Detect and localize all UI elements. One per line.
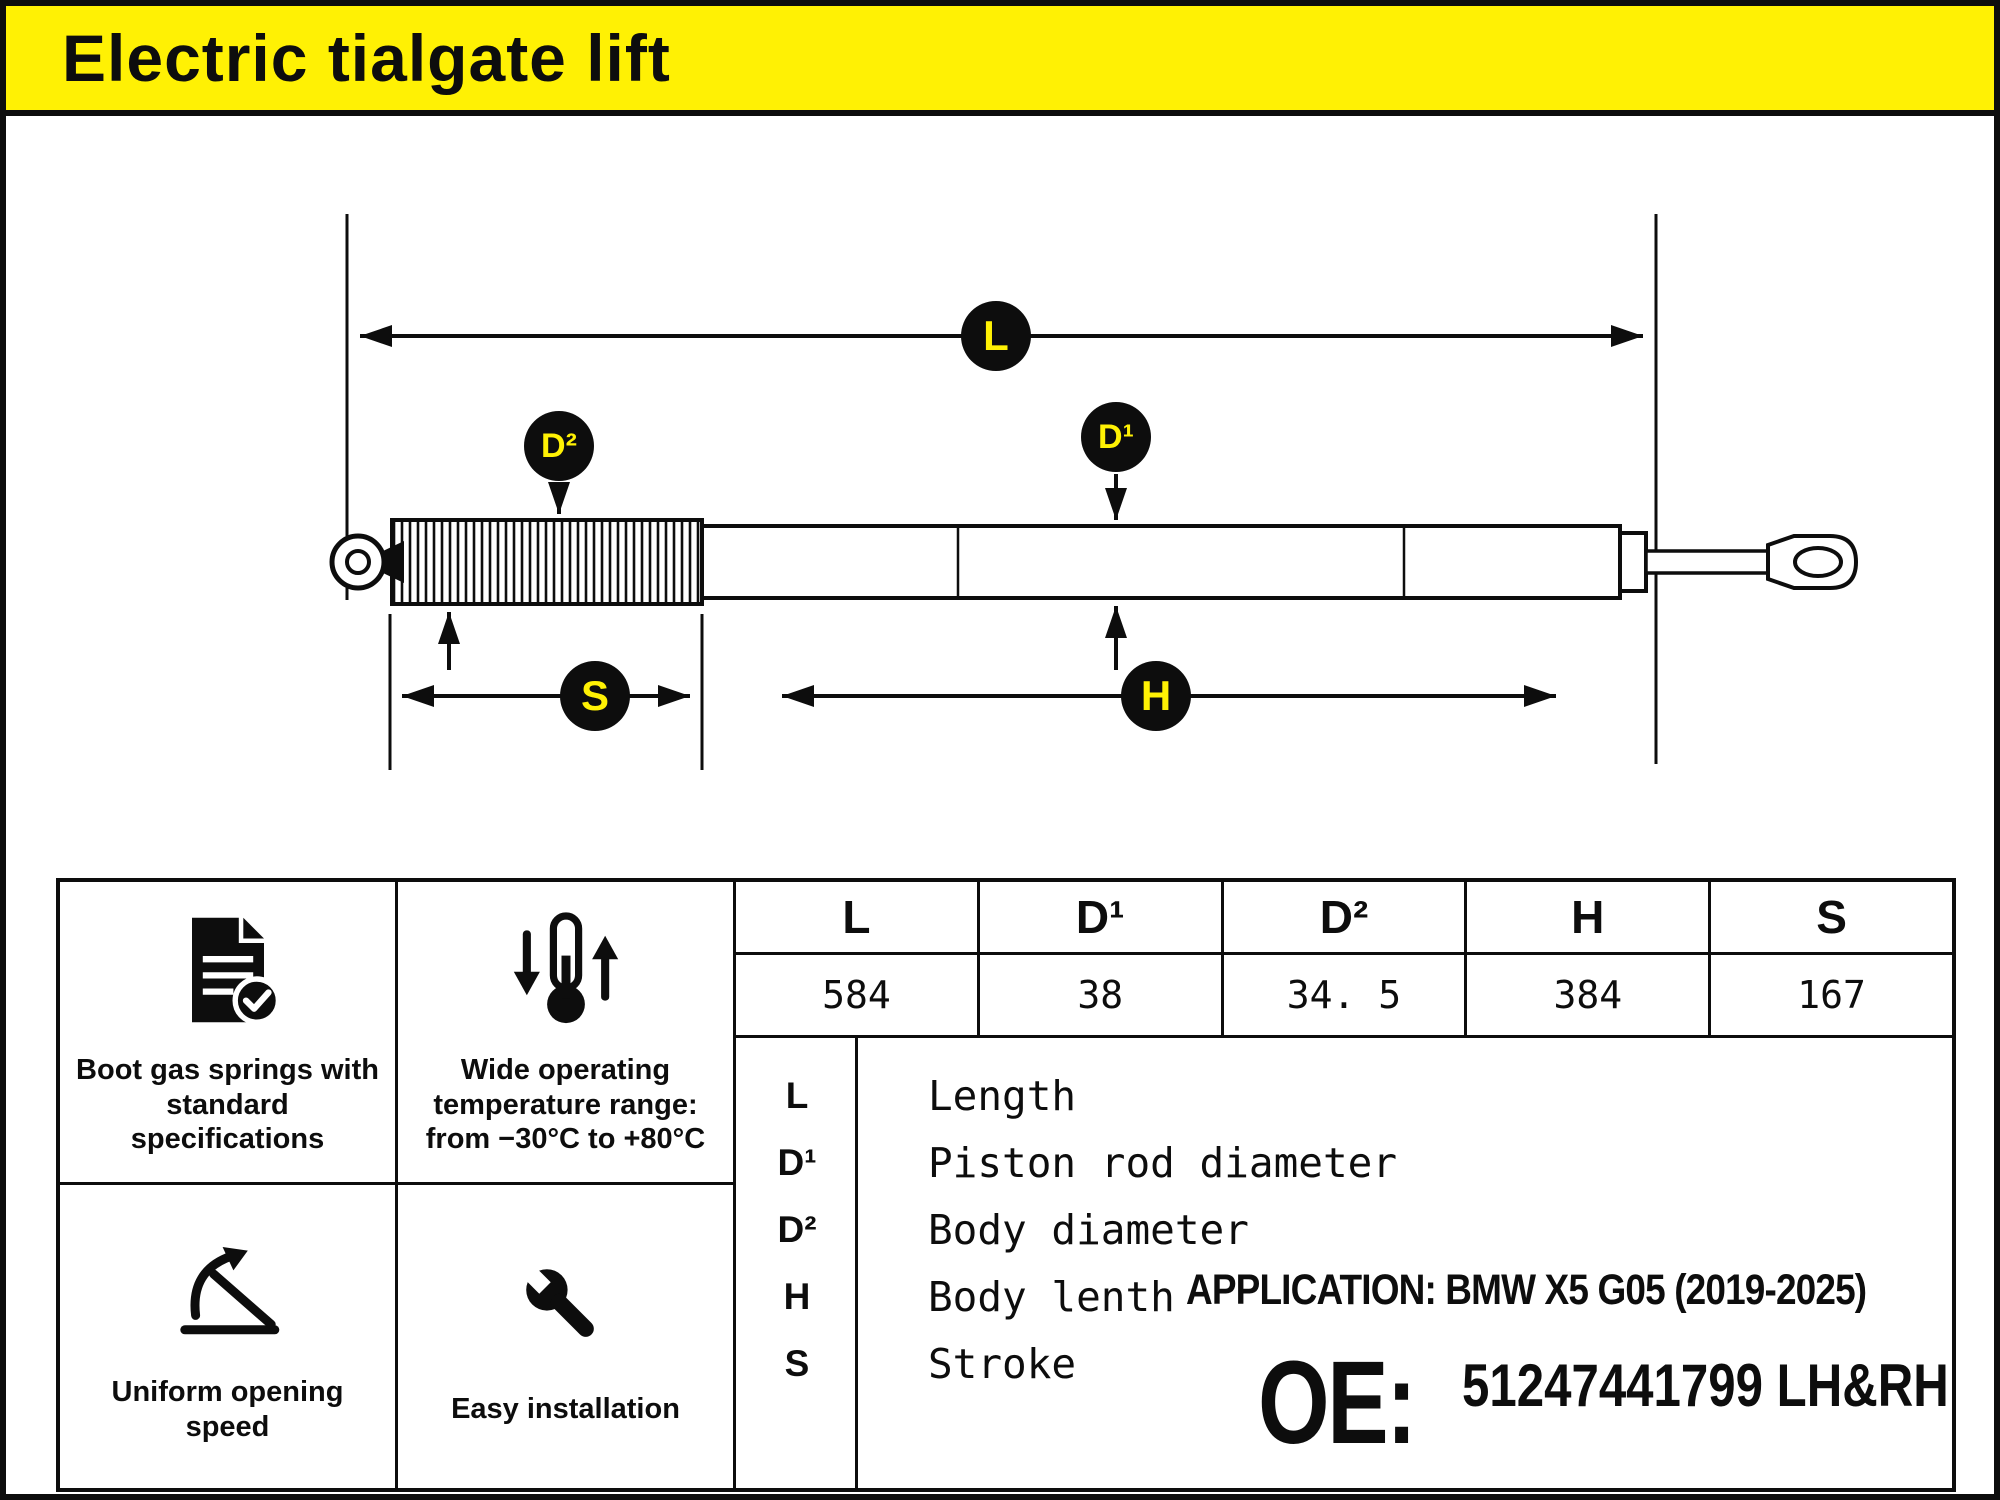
dim-badge-D1-label: D¹ [1098,418,1134,456]
underside-up-arrows [438,606,1127,670]
legend-row-L: L Length [736,1062,1952,1129]
legend-key-column-divider [736,1038,858,1488]
feature-caption: Wide operating temperature range: from −… [425,1053,706,1156]
feature-caption: Easy installation [451,1393,680,1426]
spec-panel: Boot gas springs with standard specifica… [56,878,1956,1492]
dim-badge-L: L [961,301,1031,371]
ball-socket-hole [1793,546,1843,578]
legend-key: L [785,1074,809,1116]
dim-badge-L-label: L [983,312,1009,359]
legend-desc: Body diameter [928,1205,1249,1254]
thermometer-range-icon [513,912,618,1023]
extension-lines [345,214,1658,764]
gas-spring-diagram: L D² D¹ S H [6,122,1994,878]
spec-header-L: L [842,891,871,943]
legend-desc: Length [928,1071,1077,1120]
feature-wide-temperature: Wide operating temperature range: from −… [398,882,736,1185]
legend: L Length D¹ Piston rod diameter D² Body … [736,1038,1952,1488]
wrench-icon [521,1265,594,1337]
ribbed-body [390,518,704,606]
piston-rod [1644,549,1770,575]
spec-header-H: H [1464,882,1708,952]
cylinder-body [700,524,1622,600]
dim-badge-H: H [1121,661,1191,731]
legend-desc: Body lenth [928,1272,1175,1321]
legend-key: S [784,1342,810,1384]
dim-badge-D2-label: D² [541,427,577,465]
dim-badge-S-label: S [580,672,609,719]
feature-boot-gas-springs: Boot gas springs with standard specifica… [60,882,398,1185]
strut-drawing [329,518,1859,606]
page-title: Electric tialgate lift [62,21,671,95]
spec-header-D2: D² [1220,882,1465,952]
feature-grid: Boot gas springs with standard specifica… [60,882,736,1488]
spec-value-L: 584 [822,973,891,1017]
legend-desc: Piston rod diameter [928,1138,1397,1187]
strut-diagram-svg [329,214,1859,770]
spec-header-D1: D¹ [976,882,1221,952]
legend-row-H: H Body lenth [736,1263,1952,1330]
legend-rows: L Length D¹ Piston rod diameter D² Body … [736,1062,1952,1397]
legend-key: D¹ [777,1141,817,1183]
legend-row-D2: D² Body diameter [736,1196,1952,1263]
spec-value-row: 584 38 34. 5 384 167 [736,952,1952,1038]
spec-value-D1: 38 [976,955,1221,1035]
document-check-icon [191,917,281,1025]
header: Electric tialgate lift [6,6,1994,116]
feature-easy-installation: Easy installation [398,1185,736,1488]
spec-table: L D¹ D² H S 584 38 34. 5 384 167 [736,882,1952,1038]
legend-row-D1: D¹ Piston rod diameter [736,1129,1952,1196]
spec-value-S: 167 [1708,955,1952,1035]
spec-value-D2: 34. 5 [1220,955,1465,1035]
oe-number: 51247441799 LH&RH [1462,1352,1949,1419]
feature-uniform-speed: Uniform opening speed [60,1185,398,1488]
dim-badge-H-label: H [1140,672,1172,719]
spec-header-S: S [1708,882,1952,952]
dim-badge-S: S [560,661,630,731]
dim-badge-D2: D² [524,411,594,481]
end-cap [1618,531,1648,593]
dimension-S-arrow [388,614,704,770]
legend-desc: Stroke [928,1339,1077,1388]
legend-key: H [783,1275,811,1317]
application-text: APPLICATION: BMW X5 G05 (2019-2025) [1186,1266,1867,1314]
opening-angle-icon [179,1246,279,1335]
spec-value-H: 384 [1464,955,1708,1035]
feature-caption: Uniform opening speed [111,1375,344,1443]
oe-label: OE: [1258,1337,1417,1469]
legend-key: D² [777,1208,817,1250]
legend-row-S: S Stroke [736,1330,1952,1397]
feature-caption: Boot gas springs with standard specifica… [76,1053,379,1156]
spec-header-row: L D¹ D² H S [736,882,1952,952]
eyelet-inner [345,549,371,575]
dim-badge-D1: D¹ [1081,402,1151,472]
